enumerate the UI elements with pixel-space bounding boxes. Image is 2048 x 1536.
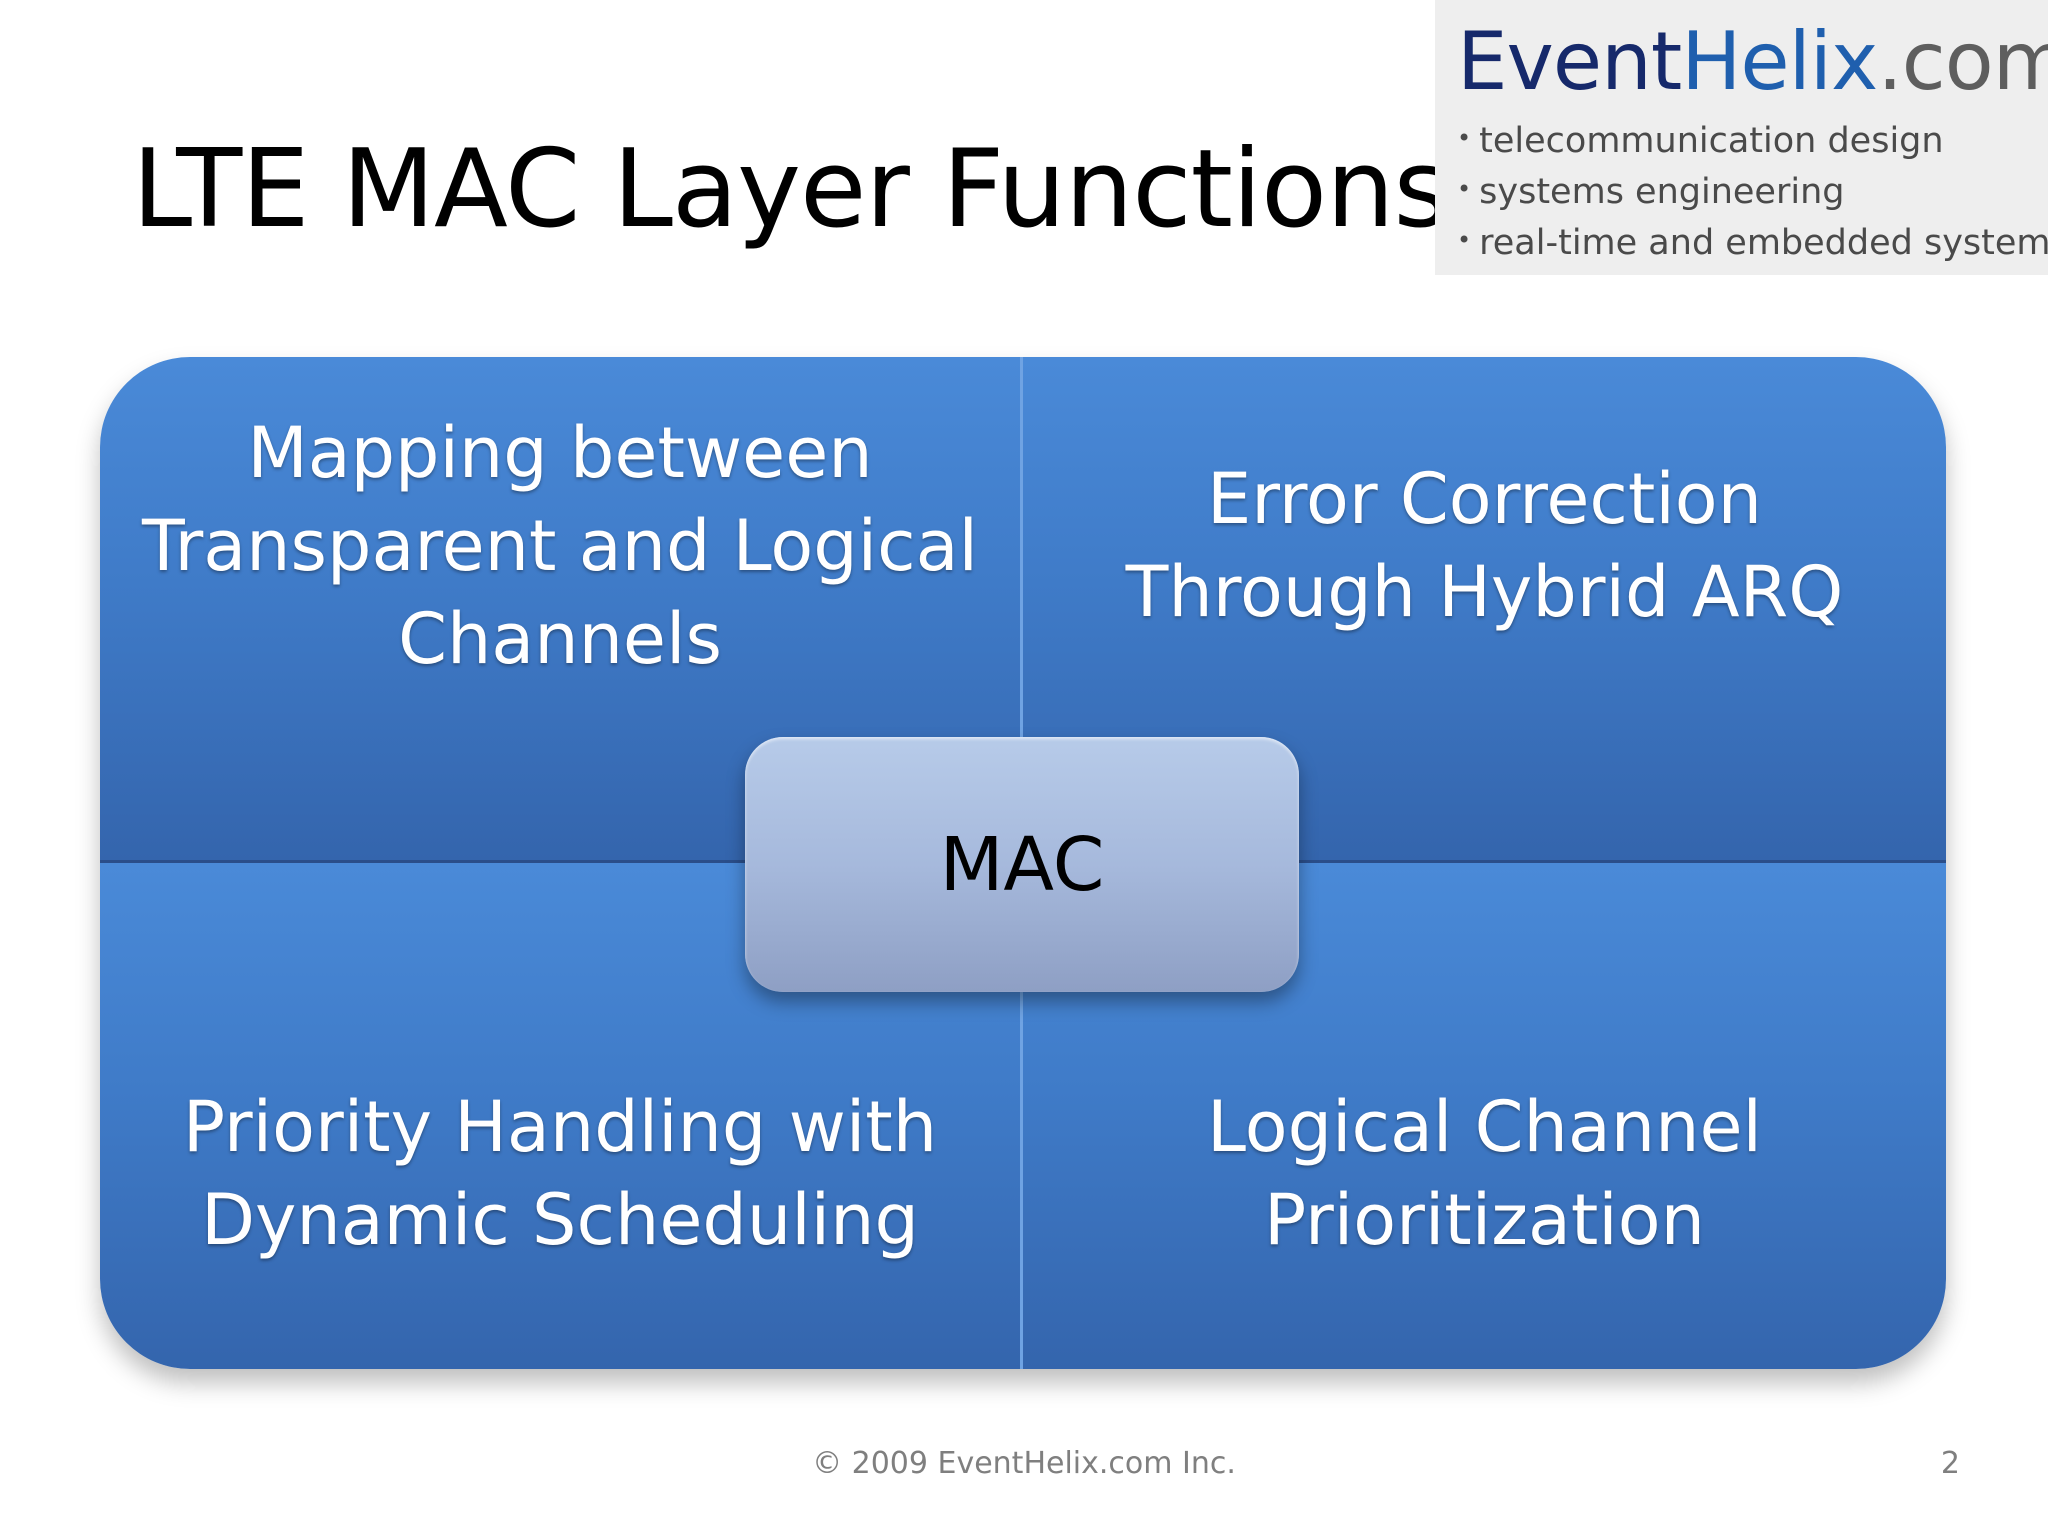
quadrant-label: Priority Handling with Dynamic Schedulin…	[182, 1086, 938, 1261]
logo-tagline: systems engineering	[1457, 165, 2048, 216]
quadrant-label: Mapping between Transparent and Logical …	[142, 412, 978, 680]
logo-wordmark: EventHelix.com	[1457, 20, 2048, 104]
quadrant-label: Logical Channel Prioritization	[1207, 1086, 1762, 1261]
quadrant-top-left: Mapping between Transparent and Logical …	[100, 357, 1023, 863]
footer-copyright: © 2009 EventHelix.com Inc.	[812, 1446, 1236, 1481]
quadrant-top-right: Error Correction Through Hybrid ARQ	[1023, 357, 1946, 863]
logo-tagline: telecommunication design	[1457, 114, 2048, 165]
logo-box: EventHelix.com telecommunication design …	[1435, 0, 2048, 275]
logo-word-com: .com	[1877, 15, 2048, 108]
page-number: 2	[1940, 1446, 1960, 1481]
slide-title: LTE MAC Layer Functions	[132, 127, 1450, 252]
logo-tagline: real-time and embedded systems	[1457, 216, 2048, 267]
mac-label: MAC	[939, 821, 1105, 908]
quadrant-label: Error Correction Through Hybrid ARQ	[1125, 458, 1844, 633]
mac-center-box: MAC	[745, 737, 1299, 992]
logo-word-helix: Helix	[1681, 15, 1878, 108]
function-matrix: Mapping between Transparent and Logical …	[100, 357, 1946, 1369]
logo-word-event: Event	[1457, 15, 1682, 108]
logo-tagline-list: telecommunication design systems enginee…	[1457, 114, 2048, 267]
